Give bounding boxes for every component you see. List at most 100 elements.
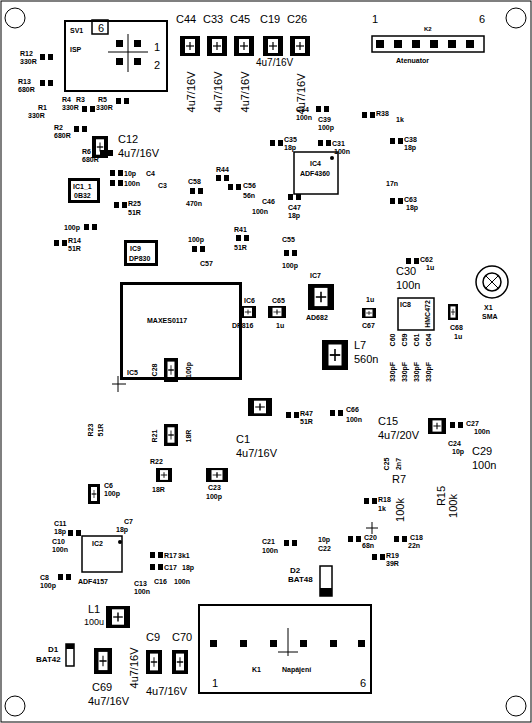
component-label: C65 — [272, 297, 285, 304]
component-label: 100n — [174, 578, 190, 585]
component-text: IC5 — [127, 369, 138, 376]
component-label: R1 — [38, 104, 47, 111]
component-label: R5 — [98, 96, 107, 103]
component-label: C69 — [92, 682, 112, 693]
component-label: 100n — [296, 114, 312, 121]
component-label: R19 — [386, 552, 399, 559]
component-label: 1k — [378, 505, 386, 512]
component-label: R3 — [76, 96, 85, 103]
component-label: 4u7/16V — [186, 72, 197, 113]
component-label: 100n — [472, 460, 496, 471]
component-label: 10p — [452, 448, 464, 455]
component-label: SMA — [482, 313, 498, 320]
component-label: C10 — [52, 538, 65, 545]
component-label: 18p — [406, 204, 418, 211]
component-label: BAT42 — [36, 656, 61, 664]
component-text: 1 — [154, 42, 160, 53]
component-label: 4u7/16V — [240, 72, 251, 113]
component-label: 330pF — [389, 362, 396, 382]
attenuator-header — [372, 36, 484, 52]
component-outline: IC9DP830 — [124, 240, 158, 266]
component-label: C61 — [413, 334, 420, 347]
component-label: 100k — [448, 494, 459, 518]
component-label: C55 — [282, 236, 295, 243]
component-label: AD682 — [306, 314, 328, 321]
diode-bands — [66, 156, 334, 649]
component-label: 4u7/16V — [146, 686, 187, 697]
component-label: 18p — [284, 144, 296, 151]
component-text: K1 — [252, 666, 261, 673]
component-label: C47 — [288, 204, 301, 211]
component-label: 51R — [68, 245, 81, 252]
component-label: D2 — [290, 567, 300, 575]
component-text: 0B32 — [74, 192, 91, 199]
component-label: 680R — [54, 132, 71, 139]
component-label: C62 — [420, 256, 433, 263]
component-label: C56 — [243, 182, 256, 189]
component-label: R14 — [68, 237, 81, 244]
component-label: 330pF — [425, 362, 432, 382]
component-label: R12 — [20, 50, 33, 57]
component-label: D1 — [48, 646, 58, 654]
origin-marks — [112, 376, 378, 534]
component-label: DP816 — [232, 322, 253, 329]
component-label: X1 — [484, 304, 493, 311]
component-label: 1k — [396, 116, 404, 123]
component-label: C24 — [448, 440, 461, 447]
component-label: C16 — [154, 578, 167, 585]
component-label: 100n — [396, 280, 420, 291]
component-label: 1u — [366, 296, 374, 303]
component-label: C21 — [262, 538, 275, 545]
component-text: 6 — [98, 23, 104, 34]
component-label: L7 — [354, 340, 366, 351]
component-label: 1 — [372, 14, 378, 25]
component-label: C3 — [158, 182, 167, 189]
tantalum-capacitors — [88, 36, 458, 674]
component-label: HMC472 — [424, 300, 431, 328]
component-label: 100n — [124, 180, 140, 187]
component-label: 51R — [97, 424, 104, 437]
smd-pads — [40, 54, 463, 580]
component-label: C58 — [188, 178, 201, 185]
component-label: C13 — [134, 580, 147, 587]
component-label: K2 — [424, 26, 432, 32]
component-label: C46 — [262, 198, 275, 205]
component-label: 100p — [40, 582, 56, 589]
component-label: C66 — [346, 406, 359, 413]
component-label: R41 — [234, 226, 247, 233]
component-label: C34 — [296, 106, 309, 113]
component-label: 470n — [186, 200, 202, 207]
component-label: C44 — [176, 14, 196, 25]
component-label: C33 — [203, 14, 223, 25]
component-label: 18p — [288, 212, 300, 219]
component-text: 2 — [154, 60, 160, 71]
component-label: C4 — [146, 170, 155, 177]
component-label: 4u7/16V — [213, 72, 224, 113]
component-label: 330R — [62, 104, 79, 111]
component-label: C12 — [118, 134, 138, 145]
component-label: 22n — [408, 542, 420, 549]
mounting-holes — [5, 8, 526, 716]
component-label: BAT48 — [288, 576, 313, 584]
component-label: Atenuator — [396, 57, 429, 64]
component-label: 100n — [334, 148, 350, 155]
component-label: C15 — [378, 416, 398, 427]
component-label: C23 — [208, 484, 221, 491]
component-label: IC7 — [310, 272, 321, 279]
component-label: C22 — [318, 545, 331, 552]
component-label: 4u7/20V — [378, 430, 419, 441]
component-label: 680R — [18, 86, 35, 93]
component-label: 1u — [276, 322, 284, 329]
component-text: 1 — [212, 678, 218, 689]
component-outline: MAXES0117IC5 — [120, 282, 242, 380]
component-label: 10p — [318, 536, 330, 543]
component-label: C31 — [332, 140, 345, 147]
component-label: C8 — [40, 574, 49, 581]
power-connector-pads — [210, 628, 365, 656]
isp-header-pads — [108, 34, 148, 72]
component-label: 100n — [262, 547, 278, 554]
component-label: 1u — [454, 333, 462, 340]
component-label: 100u — [84, 618, 104, 627]
